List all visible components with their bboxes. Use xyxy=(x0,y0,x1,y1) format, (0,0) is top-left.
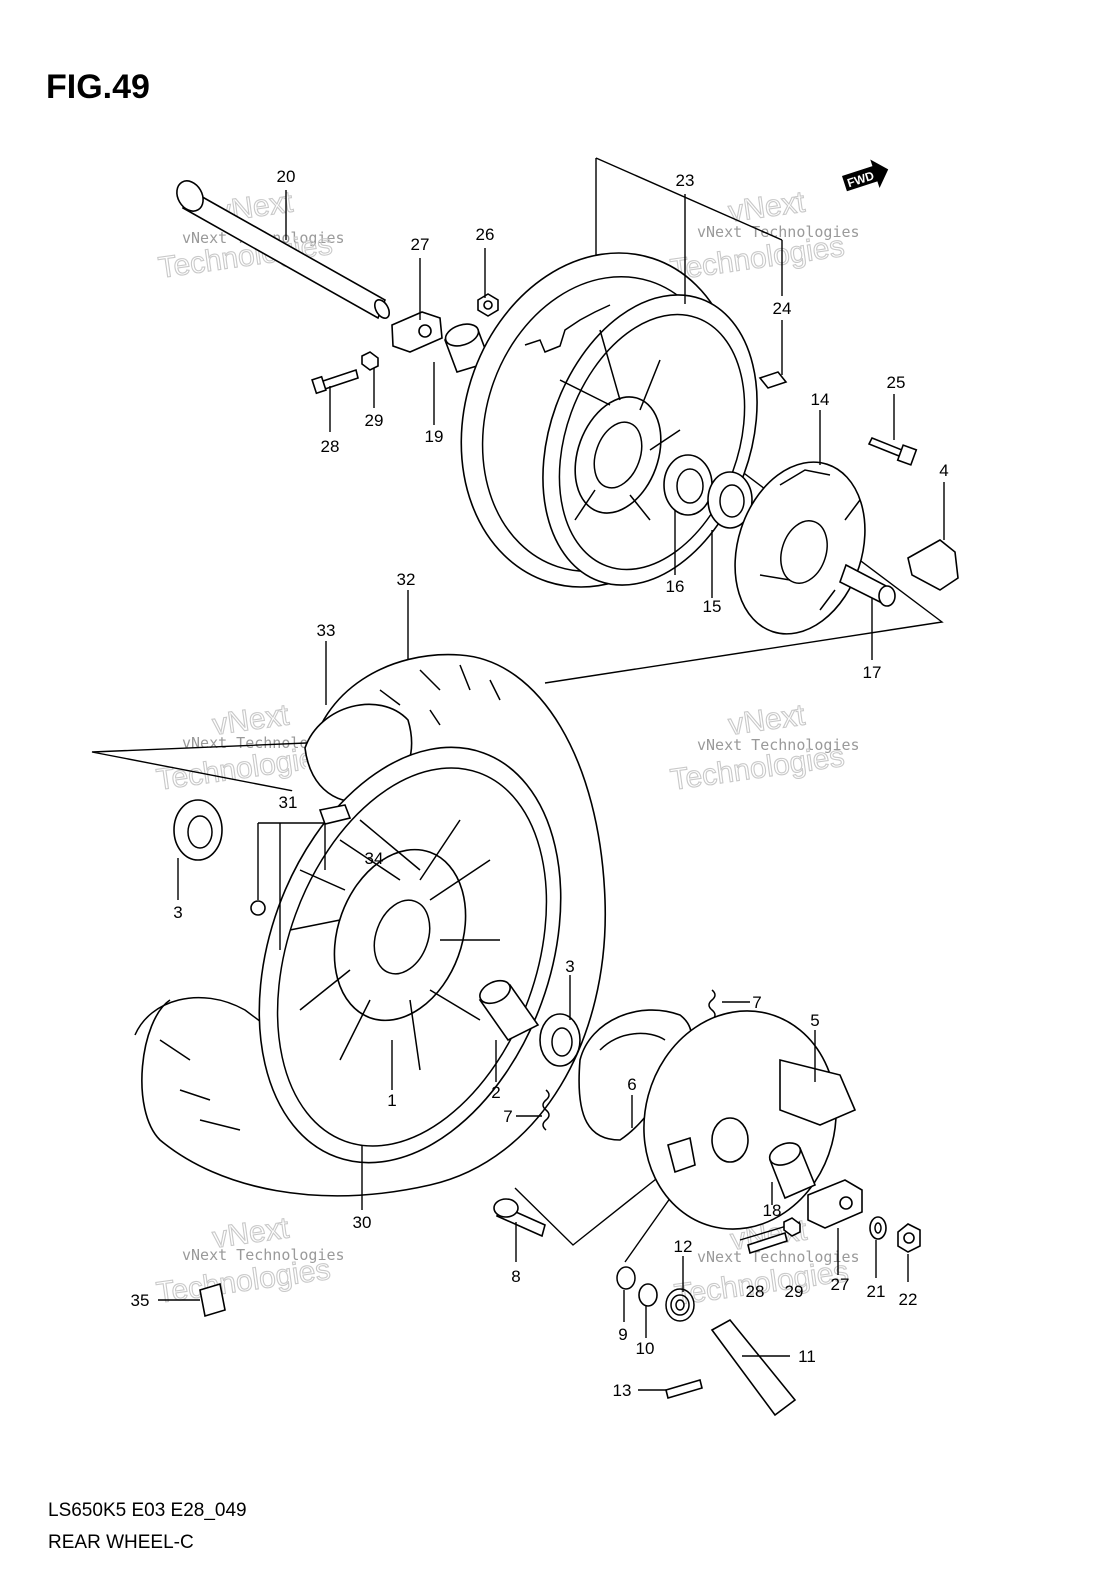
callout-2: 2 xyxy=(491,1083,500,1102)
nut-26 xyxy=(477,293,499,317)
sprocket-shaft-17 xyxy=(839,563,896,607)
sprocket-mounting-drum xyxy=(734,461,866,635)
washer-10 xyxy=(638,1283,658,1307)
rear-axle xyxy=(176,180,391,320)
callout-layer: 2027262324251442829191615173233313433756… xyxy=(131,167,949,1400)
callout-27b: 27 xyxy=(831,1275,850,1294)
callout-9: 9 xyxy=(618,1325,627,1344)
washer-21 xyxy=(869,1216,887,1240)
callout-4: 4 xyxy=(939,461,948,480)
nut-29-bottom xyxy=(783,1217,801,1237)
watermark-bottom-right: vNext Technologies vNext Technologies xyxy=(672,1213,860,1313)
o-ring-9 xyxy=(616,1266,636,1290)
return-spring-12 xyxy=(665,1288,695,1322)
brake-lever-11 xyxy=(710,1318,797,1417)
callout-6: 6 xyxy=(627,1075,636,1094)
callout-17: 17 xyxy=(863,663,882,682)
chain-adjuster-bottom xyxy=(807,1179,863,1229)
callout-5: 5 xyxy=(810,1011,819,1030)
wheel-spacer-2 xyxy=(478,979,540,1042)
callout-23: 23 xyxy=(676,171,695,190)
callout-31: 31 xyxy=(279,793,298,812)
nut-29-top xyxy=(361,351,379,371)
valve-cap-35 xyxy=(199,1282,226,1318)
bolt-28-bottom xyxy=(747,1231,788,1255)
callout-19: 19 xyxy=(425,427,444,446)
callout-35: 35 xyxy=(131,1291,150,1310)
bolt-24 xyxy=(758,371,788,389)
bolt-25 xyxy=(867,436,918,466)
callout-30: 30 xyxy=(353,1213,372,1232)
callout-33: 33 xyxy=(317,621,336,640)
bolt-13 xyxy=(665,1378,703,1400)
callout-11: 11 xyxy=(798,1347,816,1366)
sprocket-carrier xyxy=(542,294,758,586)
rim-band-34 xyxy=(318,804,352,825)
callout-29a: 29 xyxy=(365,411,384,430)
brake-spring-7-bottom xyxy=(542,1089,550,1131)
spacer-18 xyxy=(768,1142,817,1200)
bearing-16 xyxy=(663,454,713,516)
watermark-top-right: vNext Technologies vNext Technologies xyxy=(668,185,860,288)
svg-text:vNext Technologies: vNext Technologies xyxy=(182,734,345,752)
watermark-bottom-left: vNext Technologies vNext Technologies xyxy=(154,1211,345,1311)
callout-27a: 27 xyxy=(411,235,430,254)
svg-text:vNext Technologies: vNext Technologies xyxy=(697,736,860,754)
callout-7a: 7 xyxy=(752,993,761,1012)
callout-24: 24 xyxy=(773,299,792,318)
figure-title: FIG.49 xyxy=(46,68,150,106)
model-code: LS650K5 E03 E28_049 xyxy=(48,1500,247,1521)
callout-21: 21 xyxy=(867,1282,886,1301)
leader-lines xyxy=(158,190,945,1391)
bearing-15 xyxy=(707,471,753,529)
svg-text:vNext Technologies: vNext Technologies xyxy=(697,223,860,241)
callout-8: 8 xyxy=(511,1267,520,1286)
callout-28a: 28 xyxy=(321,437,340,456)
wheel-damper-4 xyxy=(907,539,959,591)
fwd-label: FWD xyxy=(845,168,876,190)
bolt-28-top xyxy=(311,368,359,395)
callout-34: 34 xyxy=(365,849,384,868)
wheel-bearing-3-right xyxy=(539,1013,581,1067)
callout-7b: 7 xyxy=(503,1107,512,1126)
callout-20: 20 xyxy=(277,167,296,186)
forward-direction-arrow: FWD xyxy=(842,159,889,192)
callout-28b: 28 xyxy=(746,1282,765,1301)
axle-nut-22 xyxy=(897,1223,921,1253)
callout-14: 14 xyxy=(811,390,830,409)
callout-18: 18 xyxy=(763,1201,782,1220)
wheel-bearing-3-left xyxy=(173,799,223,861)
callout-10: 10 xyxy=(636,1339,655,1358)
callout-32: 32 xyxy=(397,570,416,589)
callout-15: 15 xyxy=(703,597,722,616)
rear-wheel-rim xyxy=(258,746,562,1164)
spoke-nipple-31 xyxy=(250,822,326,950)
brake-cam-8 xyxy=(493,1198,546,1238)
callout-13: 13 xyxy=(613,1381,632,1400)
callout-3a: 3 xyxy=(173,903,182,922)
callout-22: 22 xyxy=(899,1290,918,1309)
svg-text:vNext Technologies: vNext Technologies xyxy=(182,1246,345,1264)
callout-1: 1 xyxy=(387,1091,396,1110)
svg-text:vNext Technologies: vNext Technologies xyxy=(697,1248,860,1266)
watermark-mid-right: vNext Technologies vNext Technologies xyxy=(668,698,860,798)
chain-adjuster-top xyxy=(391,311,443,353)
callout-25: 25 xyxy=(887,373,906,392)
callout-26: 26 xyxy=(476,225,495,244)
callout-3b: 3 xyxy=(565,957,574,976)
callout-12: 12 xyxy=(674,1237,693,1256)
callout-29b: 29 xyxy=(785,1282,804,1301)
section-name: REAR WHEEL-C xyxy=(48,1532,194,1553)
callout-16: 16 xyxy=(666,577,685,596)
